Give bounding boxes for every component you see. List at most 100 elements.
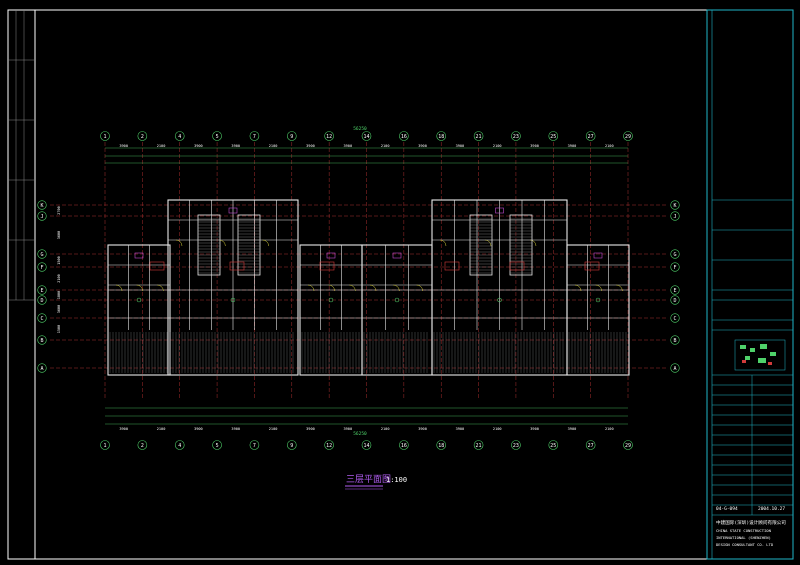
dimension-text: 2100 xyxy=(269,144,278,148)
grid-bubble xyxy=(436,440,447,450)
balcony-hatch xyxy=(568,332,627,373)
drawing-title: 三层平面图 xyxy=(346,474,391,485)
dimension-text: 3900 xyxy=(456,427,465,431)
grid-label: 14 xyxy=(363,443,369,449)
dimension-text: 1500 xyxy=(57,325,61,333)
grid-label: 12 xyxy=(326,443,332,449)
floor-plan: 56250 56250 1122445577991212141416161818… xyxy=(37,126,680,450)
binding-margin xyxy=(8,10,35,301)
grid-label: B xyxy=(40,338,43,344)
grid-bubble xyxy=(399,440,409,450)
door-swing xyxy=(136,284,143,292)
fixture xyxy=(230,297,236,303)
grid-label: 25 xyxy=(550,443,556,449)
grid-axis-top: 1122445577991212141416161818212123232525… xyxy=(100,131,633,450)
grid-label: G xyxy=(40,252,43,258)
door-swing xyxy=(328,284,335,292)
grid-label: 21 xyxy=(476,134,482,140)
grid-label: 1 xyxy=(103,443,106,449)
grid-bubble xyxy=(670,211,680,221)
column-marker xyxy=(149,261,165,271)
dimension-text: 2100 xyxy=(381,427,390,431)
dimension-text: 3900 xyxy=(306,144,315,148)
grid-bubble xyxy=(249,440,260,450)
drawing-title-block: 三层平面图 1:100 xyxy=(345,474,407,490)
grid-bubble xyxy=(174,440,185,450)
grid-bubble xyxy=(361,440,372,450)
dimension-text: 3900 xyxy=(343,144,352,148)
dimension-text: 3900 xyxy=(194,427,203,431)
grid-label: 2 xyxy=(141,443,144,449)
grid-bubble xyxy=(137,440,148,450)
company-name-en-1: CHINA STATE CONSTRUCTION xyxy=(716,528,772,533)
grid-bubble xyxy=(585,440,596,450)
grid-label: 4 xyxy=(178,134,181,140)
dimension-text: 2100 xyxy=(157,427,166,431)
door-swing xyxy=(369,284,377,292)
grid-label: K xyxy=(673,203,676,209)
grid-label: 23 xyxy=(513,443,519,449)
dimension-text: 3900 xyxy=(119,144,128,148)
dimension-text: 3900 xyxy=(231,427,240,431)
date-value: 2004.10.27 xyxy=(758,506,785,512)
grid-bubble xyxy=(37,262,47,272)
grid-bubble xyxy=(137,131,148,141)
fixture xyxy=(326,252,336,259)
door-swing xyxy=(439,239,447,247)
grid-label: 4 xyxy=(178,443,181,449)
fixture xyxy=(595,297,601,303)
dimension-text: 3900 xyxy=(418,427,427,431)
grid-label: 5 xyxy=(216,443,219,449)
dimension-text: 2100 xyxy=(381,144,390,148)
dimension-text: 2100 xyxy=(605,144,614,148)
fixture xyxy=(394,297,400,303)
grid-bubble xyxy=(548,440,559,450)
balcony-hatch xyxy=(169,332,294,373)
grid-bubble xyxy=(548,131,559,141)
grid-bubble xyxy=(37,249,47,259)
grid-label: 29 xyxy=(625,134,631,140)
stair-core xyxy=(509,214,533,276)
building-outline xyxy=(107,244,171,376)
dimension-text: 2100 xyxy=(57,274,61,282)
grid-bubble xyxy=(436,131,447,141)
grid-bubble xyxy=(324,131,334,141)
grid-label: 9 xyxy=(290,134,293,140)
grid-bubble xyxy=(249,131,260,141)
dimension-text: 2100 xyxy=(269,427,278,431)
stair-outline xyxy=(197,214,221,276)
stair-core xyxy=(469,214,493,276)
grid-bubble xyxy=(511,131,521,141)
grid-bubble xyxy=(623,440,633,450)
grid-bubble xyxy=(37,295,47,305)
grid-bubble xyxy=(174,131,185,141)
grid-label: 27 xyxy=(588,134,594,140)
grid-bubble xyxy=(670,200,680,210)
grid-label: D xyxy=(673,298,676,304)
grid-bubble xyxy=(511,440,521,450)
fixture xyxy=(134,252,144,259)
company-name-en-2: INTERNATIONAL (SHENZHEN) xyxy=(716,535,771,540)
overall-dimension-bottom: 56250 xyxy=(353,431,367,437)
grid-bubble xyxy=(212,131,222,141)
column-marker xyxy=(509,261,525,271)
dimension-text: 3900 xyxy=(231,144,240,148)
company-name-en-3: DESIGN CONSULTANT CO. LTD xyxy=(716,542,774,547)
dimension-text: 1800 xyxy=(57,291,61,299)
grid-bubble xyxy=(37,211,47,221)
grid-bubble xyxy=(361,131,372,141)
grid-bubble xyxy=(37,363,47,373)
overall-dimension-top: 56250 xyxy=(353,126,367,132)
grid-bubble xyxy=(286,440,297,450)
grid-label: 7 xyxy=(253,134,256,140)
building-outline xyxy=(566,244,630,376)
balcony-hatch xyxy=(109,332,168,373)
door-swing xyxy=(262,239,269,247)
stair-outline xyxy=(469,214,493,276)
door-swing xyxy=(574,284,582,292)
fixture xyxy=(328,297,334,303)
grid-bubble xyxy=(37,335,47,345)
grid-bubble xyxy=(623,131,633,141)
drawing-scale: 1:100 xyxy=(386,476,407,484)
grid-label: 12 xyxy=(326,134,332,140)
